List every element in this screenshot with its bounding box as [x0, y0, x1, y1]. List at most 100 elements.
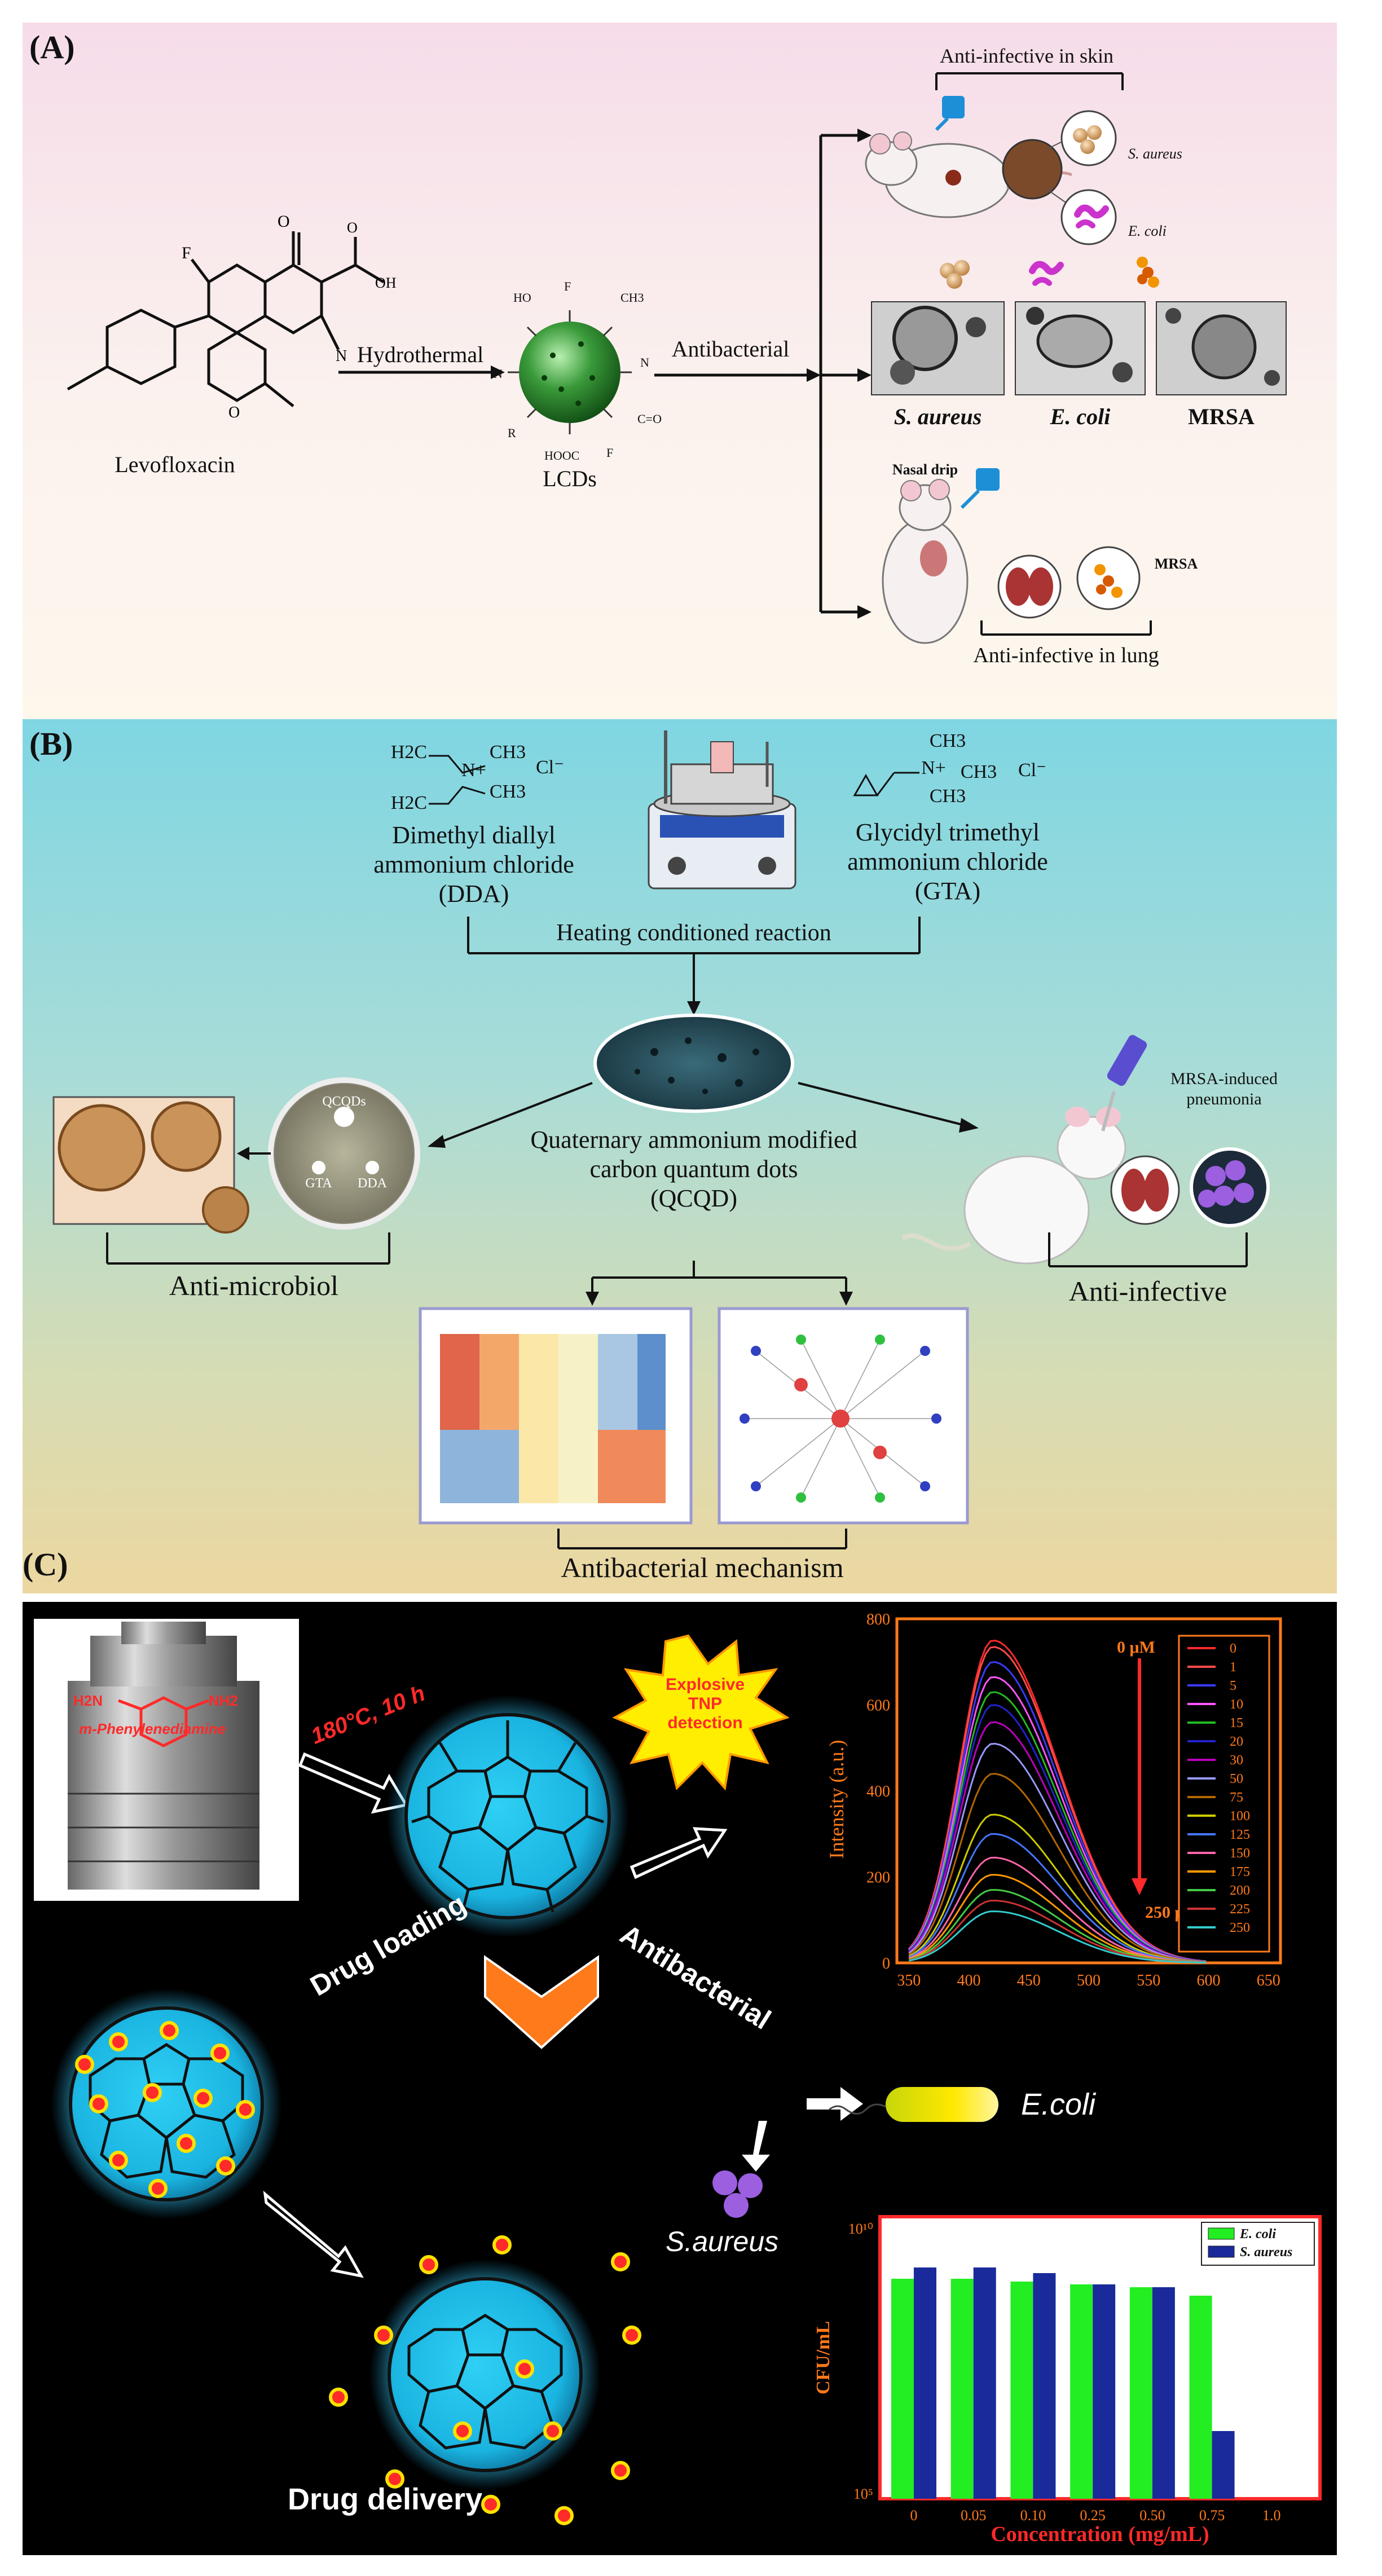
gta-name-line3: (GTA) — [914, 877, 981, 905]
panel-b-label: (B) — [29, 725, 73, 762]
fluorescence-legend — [1178, 1635, 1270, 1953]
fluorescence-xtick: 550 — [1137, 1972, 1160, 1989]
micrograph-label-mrsa: MRSA — [1188, 404, 1255, 429]
network-image — [718, 1307, 969, 1525]
drug-release-cd — [369, 2259, 601, 2490]
drug-molecules-released — [329, 2235, 641, 2525]
cfu-bar-Saureus-4 — [1152, 2287, 1175, 2499]
mechanism-label: Antibacterial mechanism — [561, 1552, 844, 1583]
lcd-sphere — [508, 310, 632, 434]
burst-label: Explosive TNP detection — [649, 1675, 762, 1733]
mouse-skin-illustration — [865, 96, 1117, 245]
oh-label: OH — [375, 275, 397, 291]
cfu-bar-Saureus-0 — [914, 2267, 936, 2499]
dda-name-line2: ammonium chloride — [373, 851, 574, 878]
plate-label-dda: DDA — [358, 1176, 387, 1191]
spectrum-line-50 — [908, 1742, 1207, 1963]
legend-label-20: 20 — [1230, 1734, 1243, 1749]
fluorescence-ytick: 400 — [866, 1783, 890, 1800]
drug-molecules-loaded — [75, 2021, 255, 2198]
qcqd-tem-image — [593, 1014, 794, 1113]
group-ch3: CH3 — [620, 290, 644, 305]
legend-label-100: 100 — [1230, 1809, 1250, 1824]
cfu-ytick-top: 10¹⁰ — [848, 2221, 873, 2237]
spectrum-line-30 — [908, 1721, 1207, 1963]
gta-ch3-bottom: CH3 — [929, 786, 966, 807]
group-f2: F — [606, 446, 613, 460]
legend-label-10: 10 — [1230, 1697, 1243, 1712]
cfu-xtick: 0.25 — [1080, 2507, 1106, 2524]
spectrum-line-250 — [909, 1910, 1207, 1963]
fluorescence-xtick: 450 — [1017, 1972, 1041, 1989]
cfu-ytick-bottom: 10⁵ — [853, 2486, 873, 2502]
anti-infective-label: Anti-infective — [1068, 1275, 1227, 1307]
gta-name-line2: ammonium chloride — [847, 848, 1048, 875]
legend-label-1: 1 — [1230, 1660, 1236, 1675]
bacteria-icons-row — [940, 257, 1159, 289]
gta-name: Glycidyl trimethyl ammonium chloride (GT… — [818, 818, 1077, 906]
e-coli-small-label: E. coli — [1128, 223, 1167, 239]
plate-label-gta: GTA — [305, 1176, 332, 1191]
legend-label-75: 75 — [1230, 1790, 1243, 1805]
pneumonia-line1: MRSA-induced — [1170, 1069, 1278, 1088]
nasal-drip-label: Nasal drip — [892, 461, 958, 478]
cfu-xtick: 0 — [910, 2507, 918, 2524]
pneumonia-label: MRSA-induced pneumonia — [1139, 1069, 1309, 1109]
dda-cl: Cl⁻ — [535, 757, 565, 778]
ring-o-label: O — [228, 404, 240, 421]
legend-label-0: 0 — [1230, 1641, 1236, 1656]
burst-line2: TNP — [688, 1694, 722, 1713]
mrsa-small-label: MRSA — [1154, 556, 1198, 572]
burst-line3: detection — [667, 1714, 743, 1732]
burst-line1: Explosive — [665, 1675, 745, 1694]
lcds-label: LCDs — [543, 466, 597, 491]
legend-label-30: 30 — [1230, 1753, 1243, 1768]
fluorescence-xtick: 500 — [1077, 1972, 1101, 1989]
cfu-xtick: 0.05 — [961, 2507, 987, 2524]
cfu-bar-Ecoli-1 — [950, 2279, 974, 2499]
legend-label-15: 15 — [1230, 1716, 1243, 1730]
legend-label-250: 250 — [1230, 1921, 1250, 1935]
panel-c: m-Phenylenediamine H2N NH2 180°C, 10 h E… — [23, 1602, 1337, 2555]
cfu-bar-Ecoli-4 — [1129, 2287, 1152, 2499]
panel-a-label: (A) — [29, 29, 75, 65]
cfu-legend-label-0: E. coli — [1239, 2227, 1276, 2242]
burst-shape — [612, 1634, 790, 1791]
cfu-xtick: 0.75 — [1199, 2507, 1225, 2524]
keto-label: O — [278, 212, 290, 231]
skin-title: Anti-infective in skin — [940, 45, 1113, 67]
lung-title: Anti-infective in lung — [973, 644, 1159, 667]
panel-c-diagram — [34, 1619, 998, 2525]
saureus-label: S.aureus — [666, 2226, 779, 2257]
cfu-bar-Ecoli-0 — [891, 2279, 914, 2499]
ring-n-label: N — [336, 347, 347, 365]
legend-label-5: 5 — [1230, 1679, 1236, 1693]
cfu-legend-label-1: S. aureus — [1240, 2245, 1292, 2260]
cfu-xtick: 0.50 — [1139, 2507, 1165, 2524]
micrographs — [871, 301, 1287, 395]
panel-b: (B) — [23, 719, 1337, 1593]
group-hooc: HOOC — [544, 448, 579, 463]
group-ho: HO — [513, 290, 531, 305]
dda-ch3-a: CH3 — [489, 742, 526, 763]
qcqd-label: Quaternary ammonium modified carbon quan… — [513, 1125, 874, 1213]
gta-nplus: N+ — [921, 758, 946, 778]
precursor-group-right: NH2 — [209, 1692, 239, 1709]
cfu-bar-Ecoli-2 — [1010, 2282, 1033, 2499]
levofloxacin-label: Levofloxacin — [115, 452, 235, 477]
micrograph-label-saureus: S. aureus — [894, 404, 982, 429]
legend-label-200: 200 — [1230, 1883, 1250, 1898]
heating-device — [648, 730, 796, 890]
fluorescence-xtick: 600 — [1197, 1972, 1221, 1989]
group-n2: N — [640, 355, 649, 369]
dda-name-line1: Dimethyl diallyl — [392, 821, 556, 849]
spectrum-line-100 — [908, 1813, 1207, 1963]
cfu-xlabel: Concentration (mg/mL) — [991, 2522, 1209, 2546]
cfu-bar-Saureus-3 — [1093, 2284, 1116, 2499]
fluoro-label: F — [182, 244, 191, 262]
hydrothermal-label: Hydrothermal — [356, 342, 484, 367]
s-aureus-small-label: S. aureus — [1128, 146, 1182, 162]
cfu-legend-swatch-0 — [1208, 2227, 1235, 2240]
group-f1: F — [564, 279, 571, 293]
autoclave-photo — [34, 1619, 299, 1901]
